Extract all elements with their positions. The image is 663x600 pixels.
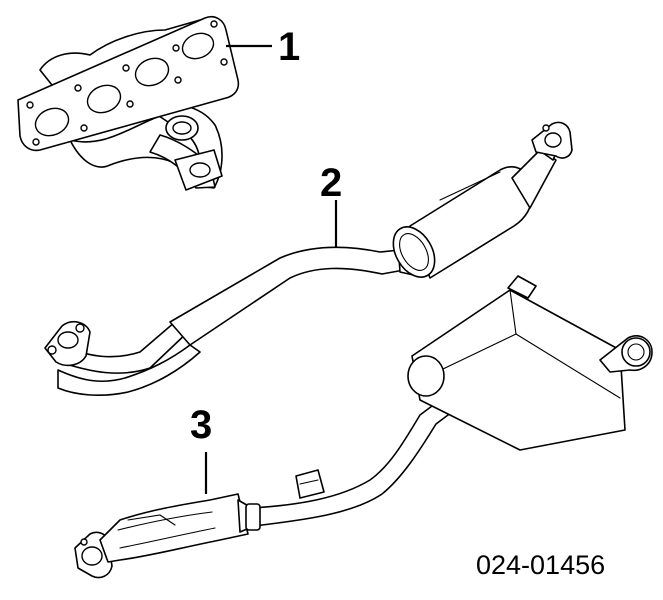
reference-number: 024-01456 bbox=[476, 550, 605, 580]
callout-2: 2 bbox=[320, 161, 342, 248]
callout-3: 3 bbox=[190, 403, 212, 494]
callout-1: 1 bbox=[226, 25, 300, 69]
part-2-front-pipe-converter bbox=[44, 121, 573, 396]
callout-2-label: 2 bbox=[320, 161, 342, 205]
callout-3-label: 3 bbox=[190, 403, 212, 447]
part-1-exhaust-manifold bbox=[17, 15, 240, 191]
callout-1-label: 1 bbox=[278, 25, 300, 69]
part-3-intermediate-pipe-muffler bbox=[74, 275, 653, 579]
